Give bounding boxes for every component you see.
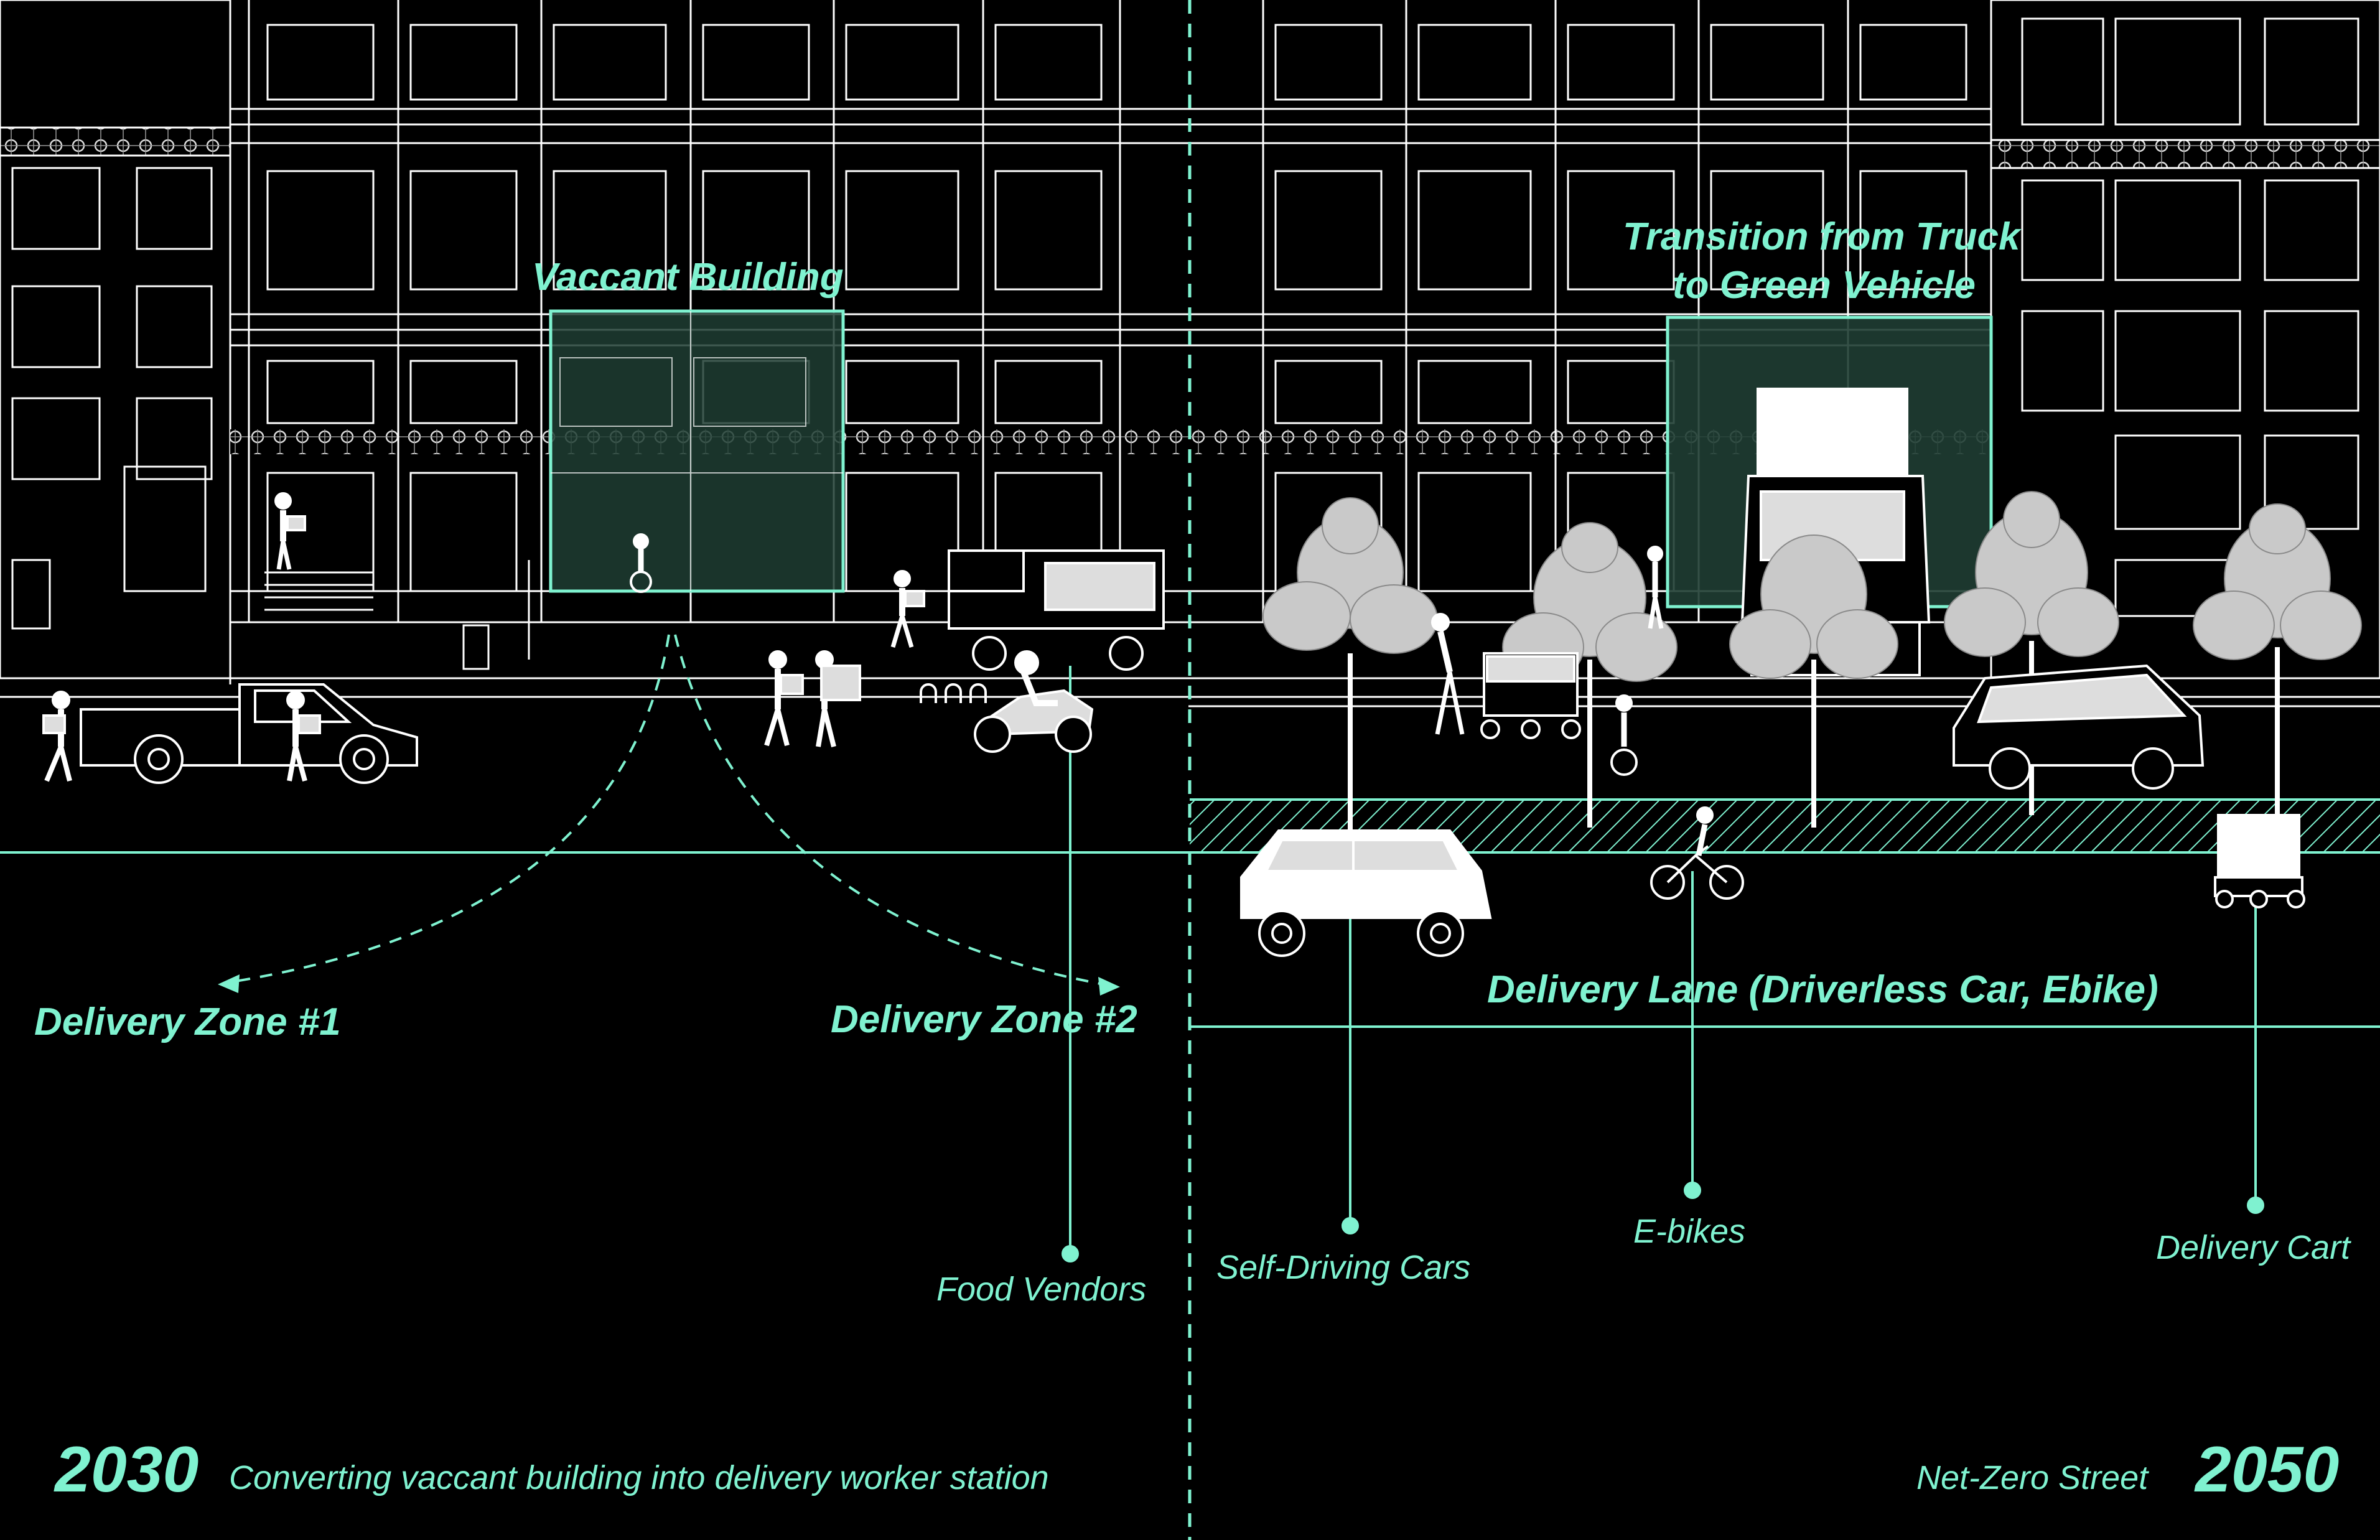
- caption-2030: Converting vaccant building into deliver…: [229, 1459, 1049, 1496]
- callout-leaders: [1062, 666, 2264, 1262]
- self-driving-car: [1240, 829, 1492, 957]
- food-vendor-truck: [948, 549, 1165, 671]
- sidewalk-worker: [1431, 613, 1465, 735]
- street-tree-4: [1944, 491, 2119, 815]
- street-tree-2: [1502, 522, 1678, 828]
- worker-on-stairs: [274, 492, 306, 570]
- food-vendors-label: Food Vendors: [936, 1271, 1147, 1308]
- street-tree-3: [1729, 534, 1898, 828]
- caption-2050: Net-Zero Street: [1916, 1459, 2149, 1496]
- parked-car-right: [1953, 664, 2205, 790]
- delivery-robot-sidewalk: [1480, 652, 1581, 739]
- transition-label-line2: to Green Vehicle: [1673, 264, 1976, 307]
- delivery-cart-robot: [2214, 814, 2305, 908]
- year-2030: 2030: [55, 1434, 199, 1506]
- delivery-worker-truck: [286, 691, 321, 782]
- arc-arrowheads: [218, 974, 1120, 996]
- delivery-worker-center-3: [890, 570, 925, 648]
- vacant-building-highlight: [549, 309, 845, 593]
- delivery-zone-arcs: [223, 634, 1114, 987]
- left-neighbor-building: [0, 0, 231, 679]
- motorcycle: [974, 650, 1094, 753]
- delivery-worker-left: [42, 691, 72, 782]
- e-bikes-label: E-bikes: [1633, 1213, 1746, 1250]
- cyclist-at-building: [630, 533, 652, 593]
- bike-rack: [920, 683, 987, 703]
- entrance-stair: [264, 571, 373, 611]
- delivery-worker-center-1: [764, 650, 804, 747]
- self-driving-cars-label: Self-Driving Cars: [1216, 1249, 1471, 1286]
- sidewalk-cyclist: [1610, 694, 1638, 776]
- pickup-truck: [80, 683, 418, 784]
- delivery-lane-label: Delivery Lane (Driverless Car, Ebike): [1487, 968, 2158, 1011]
- delivery-cart-label: Delivery Cart: [2156, 1229, 2351, 1266]
- street-tree-1: [1262, 497, 1438, 846]
- transition-label-line1: Transition from Truck: [1623, 215, 2020, 258]
- e-bike-rider: [1650, 806, 1744, 900]
- delivery-zone-1-label: Delivery Zone #1: [34, 1001, 341, 1043]
- garage-worker: [1647, 546, 1664, 629]
- street-tree-5: [2193, 503, 2362, 815]
- street-trees: [1262, 491, 2362, 846]
- vacant-building-interior: [551, 311, 843, 591]
- delivery-worker-center-2: [815, 650, 861, 747]
- year-2050: 2050: [2195, 1434, 2340, 1506]
- delivery-zone-2-label: Delivery Zone #2: [831, 998, 1137, 1041]
- vacant-building-label: Vaccant Building: [532, 256, 844, 299]
